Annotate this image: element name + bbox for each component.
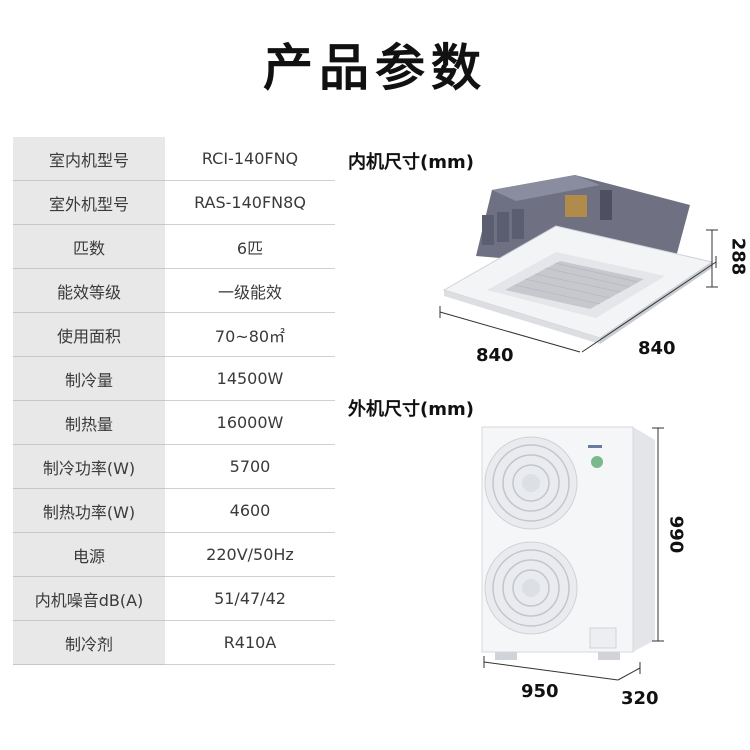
spec-value: 6匹: [165, 224, 335, 269]
spec-label: 使用面积: [13, 312, 165, 357]
spec-value: RAS-140FN8Q: [165, 180, 335, 225]
outdoor-width-label: 950: [521, 681, 559, 702]
indoor-width-label: 840: [476, 345, 514, 366]
spec-label: 制热功率(W): [13, 488, 165, 533]
spec-label: 匹数: [13, 224, 165, 269]
spec-value: 70~80㎡: [165, 312, 335, 357]
spec-row: 能效等级一级能效: [13, 268, 335, 313]
spec-label: 制冷功率(W): [13, 444, 165, 489]
spec-value: 5700: [165, 444, 335, 489]
spec-label: 内机噪音dB(A): [13, 576, 165, 621]
indoor-dimensions-heading: 内机尺寸(mm): [348, 152, 474, 173]
spec-label: 室外机型号: [13, 180, 165, 225]
outdoor-dimensions-heading: 外机尺寸(mm): [348, 399, 474, 420]
spec-label: 室内机型号: [13, 137, 165, 181]
spec-label: 能效等级: [13, 268, 165, 313]
spec-value: 4600: [165, 488, 335, 533]
spec-row: 制冷功率(W)5700: [13, 444, 335, 489]
spec-label: 制热量: [13, 400, 165, 445]
spec-label: 电源: [13, 532, 165, 577]
spec-value: R410A: [165, 620, 335, 665]
outdoor-height-label: 990: [665, 515, 687, 554]
spec-value: RCI-140FNQ: [165, 137, 335, 181]
spec-value: 16000W: [165, 400, 335, 445]
spec-label: 制冷量: [13, 356, 165, 401]
spec-value: 51/47/42: [165, 576, 335, 621]
spec-value: 14500W: [165, 356, 335, 401]
spec-value: 220V/50Hz: [165, 532, 335, 577]
spec-value: 一级能效: [165, 268, 335, 313]
outdoor-depth-label: 320: [621, 688, 659, 709]
indoor-depth-label: 840: [638, 338, 676, 359]
spec-label: 制冷剂: [13, 620, 165, 665]
spec-row: 内机噪音dB(A)51/47/42: [13, 576, 335, 621]
page-title: 产品参数: [263, 39, 487, 97]
spec-row: 制热功率(W)4600: [13, 488, 335, 533]
